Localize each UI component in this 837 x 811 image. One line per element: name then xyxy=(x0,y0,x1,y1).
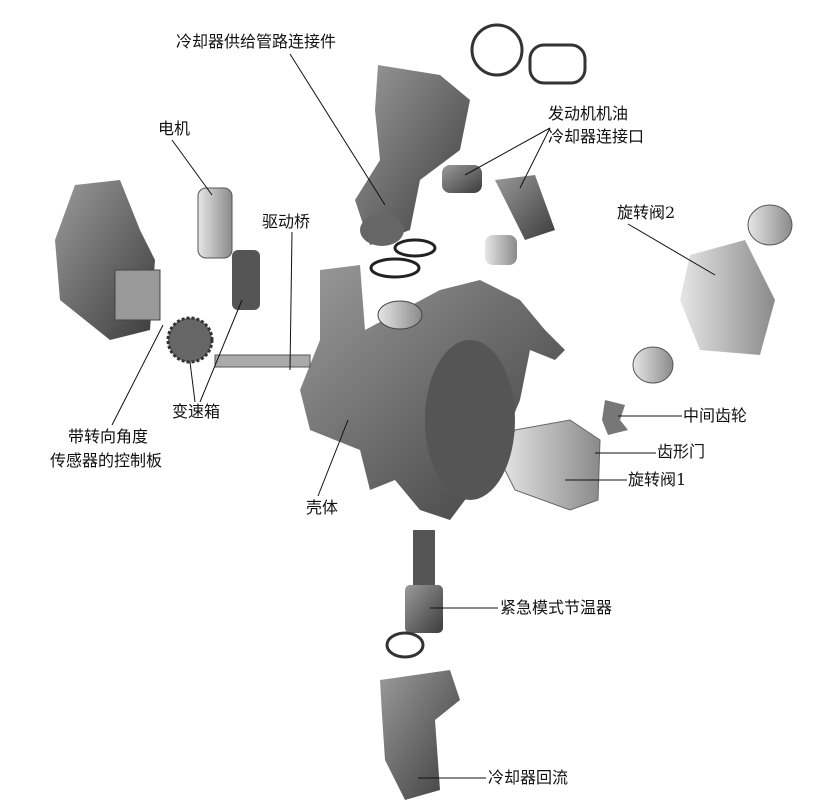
cooler-return-part xyxy=(380,670,460,800)
gear-part xyxy=(166,316,214,364)
label-oil-cooler-port-line1: 发动机机油 xyxy=(548,104,629,123)
label-cooler-return: 冷却器回流 xyxy=(488,768,569,787)
label-motor: 电机 xyxy=(158,119,191,138)
rotary-valve-2-part xyxy=(680,240,775,355)
label-control-board-line2: 传感器的控制板 xyxy=(50,451,163,470)
label-housing: 壳体 xyxy=(306,498,339,517)
label-control-board-line1: 带转向角度 xyxy=(68,427,149,446)
label-intermediate-gear: 中间齿轮 xyxy=(683,406,748,425)
drive-axle-part xyxy=(214,354,311,368)
label-drive-axle: 驱动桥 xyxy=(262,212,311,231)
oil-cooler-ports xyxy=(442,165,555,265)
label-gearbox: 变速箱 xyxy=(172,402,221,421)
label-oil-cooler-port-line2: 冷却器连接口 xyxy=(548,127,645,146)
rotary-valve-1-part xyxy=(499,419,601,511)
label-toothed-door: 齿形门 xyxy=(657,442,706,461)
motor-part xyxy=(197,187,233,259)
thermostat-part xyxy=(413,530,435,590)
gasket xyxy=(470,23,587,85)
label-rotary-valve-1: 旋转阀1 xyxy=(628,470,687,489)
label-emergency-thermostat: 紧急模式节温器 xyxy=(500,598,613,617)
o-rings xyxy=(369,238,437,279)
leader-lines xyxy=(111,53,716,779)
label-rotary-valve-2: 旋转阀2 xyxy=(617,203,676,222)
intermediate-gear-part xyxy=(602,400,628,435)
label-cooler-supply-connector: 冷却器供给管路连接件 xyxy=(176,32,337,51)
cooler-supply-connector xyxy=(355,65,470,245)
